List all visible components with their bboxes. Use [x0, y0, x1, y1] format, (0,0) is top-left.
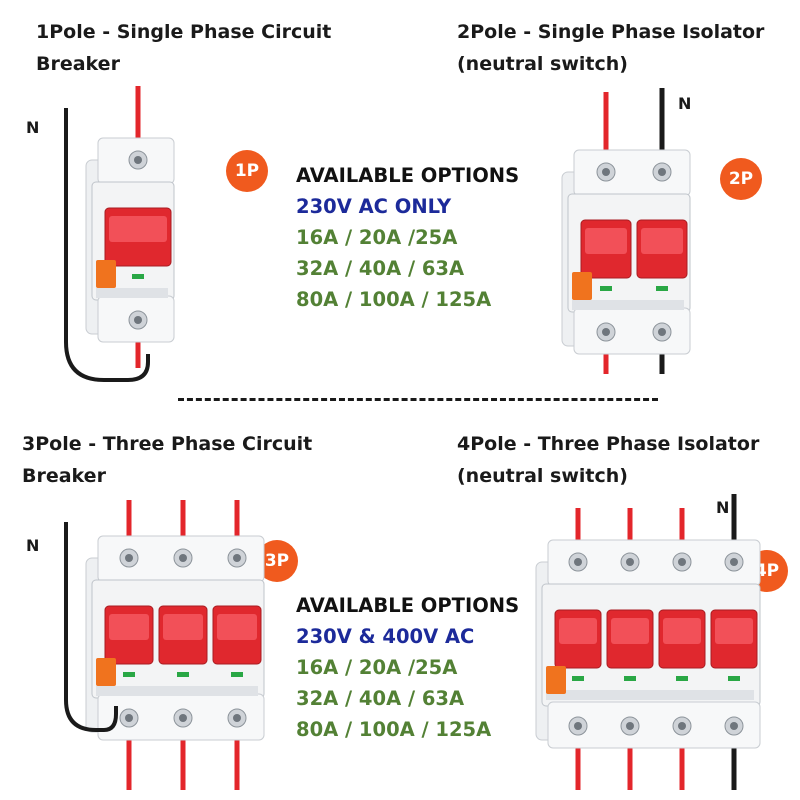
toggle-lever [641, 228, 683, 254]
terminal-screw-slot [658, 328, 666, 336]
options-block-single-phase: AVAILABLE OPTIONS 230V AC ONLY 16A / 20A… [296, 160, 519, 315]
panel-2p-title-line-1: 2Pole - Single Phase Isolator [457, 21, 765, 43]
status-indicator [132, 274, 144, 279]
brand-tag [96, 260, 116, 288]
panel-3p-title-line-1: 3Pole - Three Phase Circuit [22, 433, 313, 455]
terminal-screw-slot [134, 156, 142, 164]
options-block-three-phase: AVAILABLE OPTIONS 230V & 400V AC 16A / 2… [296, 590, 519, 745]
toggle-lever [109, 614, 149, 640]
panel-3p-title: 3Pole - Three Phase Circuit Breaker [22, 428, 312, 492]
panel-1p-neutral-label: N [26, 118, 40, 137]
status-indicator [728, 676, 740, 681]
terminal-screw-slot [602, 168, 610, 176]
panel-2p-title: 2Pole - Single Phase Isolator (neutral s… [457, 16, 764, 80]
toggle-lever [559, 618, 597, 644]
terminal-screw-slot [602, 328, 610, 336]
neutral-wire-loop-1p [64, 108, 150, 382]
status-indicator [676, 676, 688, 681]
brand-tag [546, 666, 566, 694]
terminal-screw-slot [125, 554, 133, 562]
status-indicator [572, 676, 584, 681]
toggle-lever [611, 618, 649, 644]
terminal-screw-slot [730, 558, 738, 566]
panel-2p-badge: 2P [720, 158, 762, 200]
breaker-bottom-cap [547, 701, 761, 749]
toggle-lever [715, 618, 753, 644]
options-rating-row: 16A / 20A /25A [296, 656, 458, 679]
panel-4p-title-line-2: (neutral switch) [457, 465, 628, 487]
breaker-3p-group [85, 500, 265, 790]
breaker-4p-group [535, 494, 761, 790]
options-rating-row: 32A / 40A / 63A [296, 687, 465, 710]
panel-1p-title-line-2: Breaker [36, 53, 120, 75]
breaker-1p-group [85, 86, 175, 368]
terminal-screw-slot [626, 558, 634, 566]
terminal-screw-slot [626, 722, 634, 730]
breaker-bottom-cap [573, 307, 691, 355]
status-indicator [123, 672, 135, 677]
terminal-screw-slot [233, 554, 241, 562]
panel-4p-title-line-1: 4Pole - Three Phase Isolator [457, 433, 760, 455]
panel-4p-neutral-label: N [716, 498, 730, 517]
status-indicator [600, 286, 612, 291]
label-strip [96, 288, 168, 298]
panel-1p-title-line-1: 1Pole - Single Phase Circuit [36, 21, 332, 43]
brand-tag [572, 272, 592, 300]
panel-1p-badge: 1P [226, 150, 268, 192]
options-voltage: 230V AC ONLY [296, 195, 452, 218]
status-indicator [624, 676, 636, 681]
terminal-screw-slot [125, 714, 133, 722]
toggle-lever [163, 614, 203, 640]
toggle-lever [109, 216, 167, 242]
terminal-screw-slot [574, 558, 582, 566]
panel-3p-neutral-label: N [26, 536, 40, 555]
options-heading: AVAILABLE OPTIONS [296, 164, 520, 187]
terminal-screw-slot [233, 714, 241, 722]
panel-3p-title-line-2: Breaker [22, 465, 106, 487]
breaker-top-cap [573, 149, 691, 197]
breaker-2p-group [561, 88, 691, 374]
terminal-screw-slot [678, 558, 686, 566]
terminal-screw-slot [574, 722, 582, 730]
terminal-screw-slot [658, 168, 666, 176]
options-heading: AVAILABLE OPTIONS [296, 594, 520, 617]
terminal-screw-slot [134, 316, 142, 324]
label-strip [96, 686, 258, 696]
panel-2p-neutral-label: N [678, 94, 692, 113]
terminal-screw-slot [179, 714, 187, 722]
neutral-wire-loop-3p [64, 522, 118, 732]
section-divider [178, 398, 658, 401]
options-rating-row: 80A / 100A / 125A [296, 288, 492, 311]
panel-1p-title: 1Pole - Single Phase Circuit Breaker [36, 16, 331, 80]
label-strip [546, 690, 754, 700]
panel-4p-title: 4Pole - Three Phase Isolator (neutral sw… [457, 428, 759, 492]
terminal-screw-slot [730, 722, 738, 730]
toggle-lever [217, 614, 257, 640]
options-rating-row: 80A / 100A / 125A [296, 718, 492, 741]
options-voltage: 230V & 400V AC [296, 625, 475, 648]
label-strip [572, 300, 684, 310]
terminal-screw-slot [179, 554, 187, 562]
status-indicator [231, 672, 243, 677]
panel-2p-title-line-2: (neutral switch) [457, 53, 628, 75]
toggle-lever [663, 618, 701, 644]
toggle-lever [585, 228, 627, 254]
status-indicator [656, 286, 668, 291]
brand-tag [96, 658, 116, 686]
options-rating-row: 16A / 20A /25A [296, 226, 458, 249]
terminal-screw-slot [678, 722, 686, 730]
status-indicator [177, 672, 189, 677]
options-rating-row: 32A / 40A / 63A [296, 257, 465, 280]
